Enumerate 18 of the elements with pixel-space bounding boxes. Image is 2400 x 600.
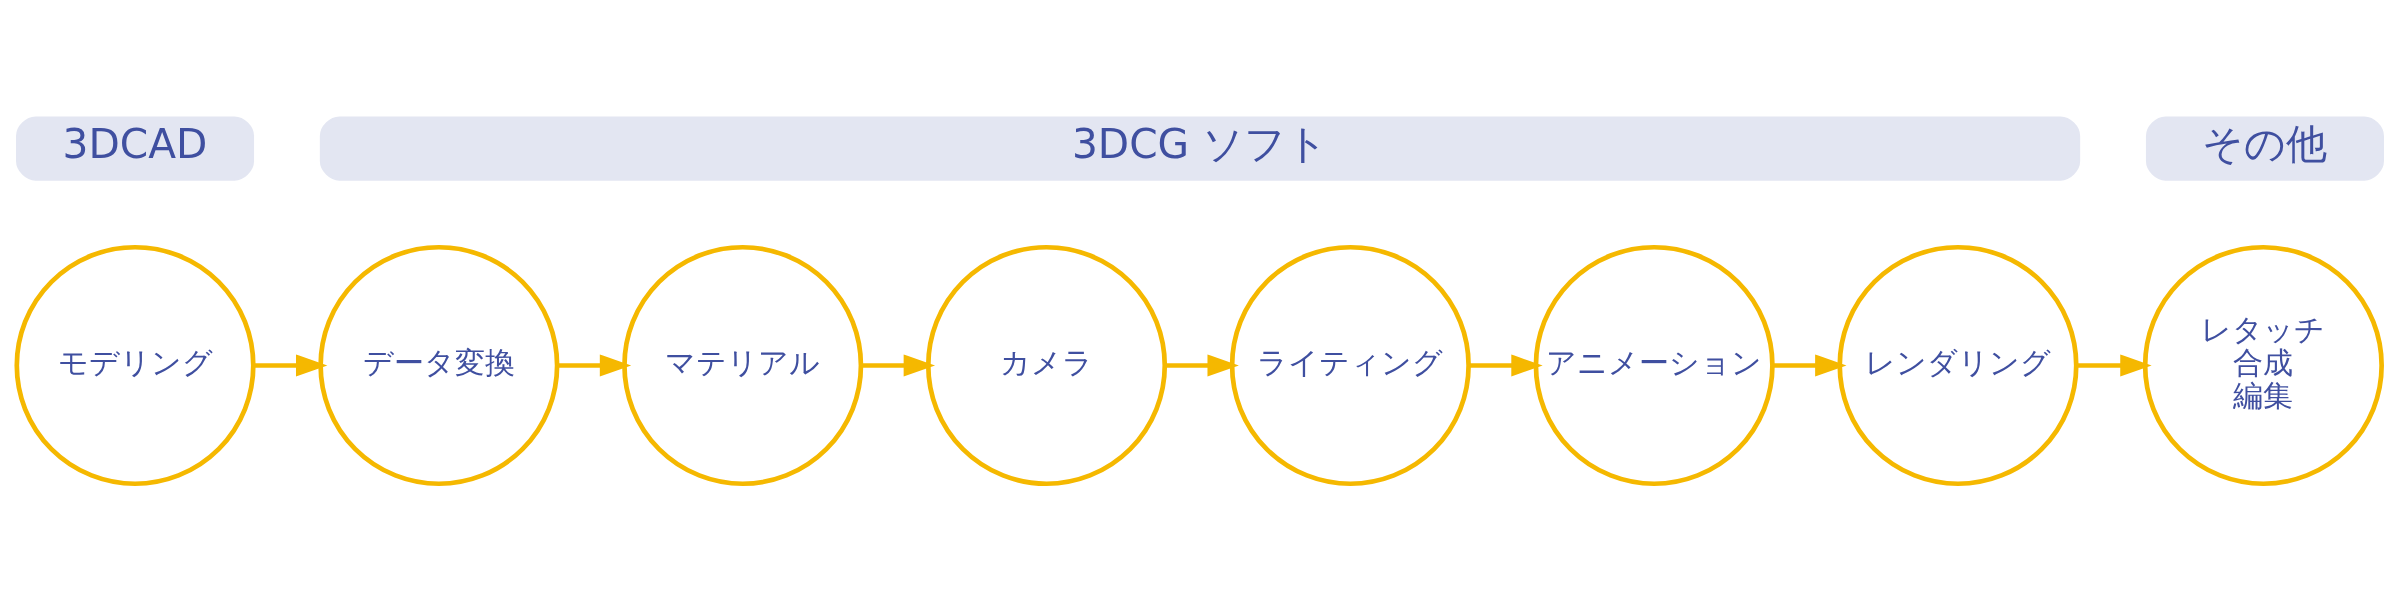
- node-circle: モデリング: [14, 244, 256, 486]
- arrow: [557, 354, 632, 376]
- node-circle: データ変換: [318, 244, 560, 486]
- node-box: 3DCAD: [16, 115, 255, 181]
- node-circle: レタッチ 合成 編集: [2142, 244, 2384, 486]
- arrow: [1165, 354, 1239, 376]
- node-circle: アニメーション: [1533, 244, 1775, 486]
- node-circle: カメラ: [925, 244, 1168, 486]
- arrow: [2076, 354, 2152, 376]
- node-box: その他: [2145, 115, 2384, 181]
- arrow: [1469, 354, 1543, 376]
- node-circle: マテリアル: [622, 244, 864, 486]
- arrow: [861, 354, 936, 376]
- arrow: [1772, 354, 1847, 376]
- node-circle: レンダリング: [1837, 244, 2079, 486]
- arrow: [253, 354, 328, 376]
- node-box: 3DCG ソフト: [319, 115, 2081, 181]
- node-circle: ライティング: [1229, 244, 1471, 486]
